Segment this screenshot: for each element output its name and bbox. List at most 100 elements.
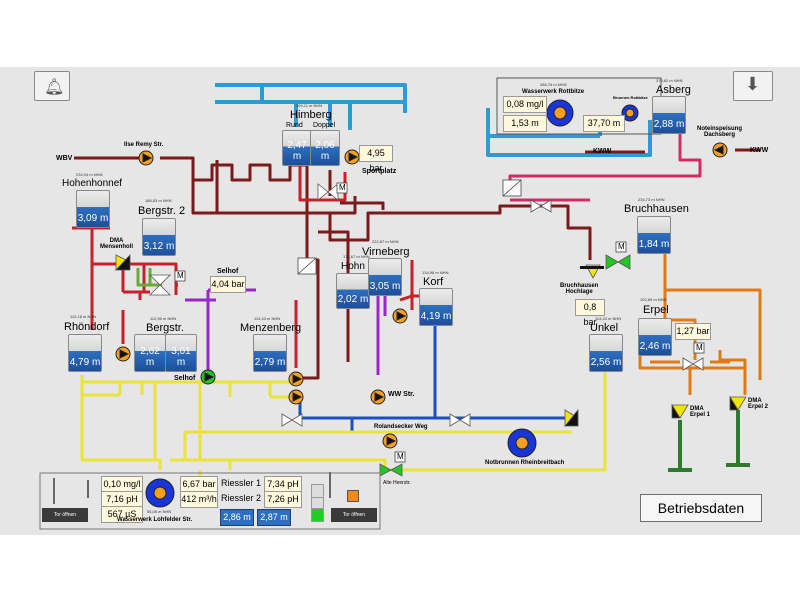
label-asberg: Asberg <box>656 84 691 96</box>
download-button[interactable]: ⬇ <box>733 71 773 101</box>
pipe-orange <box>638 243 762 395</box>
tank-hohn: 2,02 m <box>336 273 370 309</box>
tank-hohenhonnef: 3,09 m <box>76 190 110 228</box>
tank-bergstr-b: 3,01 m <box>165 334 197 372</box>
erpel-pressure: 1,27 bar <box>675 323 711 340</box>
tank-virneberg: 3,05 m <box>368 258 402 296</box>
elev-bergstr: 112,90 m NHN <box>150 316 177 321</box>
valve-gray <box>149 284 171 296</box>
label-wbv: WBV <box>56 155 73 162</box>
valve-gray <box>149 274 171 286</box>
elev-menzenberg: 113,43 m NHN <box>254 316 281 321</box>
valve-gray <box>692 357 704 371</box>
pipe-lightblue <box>215 83 407 130</box>
valve-yellow <box>115 253 131 271</box>
label-bruchhausen-hochlage: Bruchhausen Hochlage <box>560 283 599 295</box>
label-bruchhausen: Bruchhausen <box>624 203 689 215</box>
label-menzenberg: Menzenberg <box>240 322 302 334</box>
betriebsdaten-button[interactable]: Betriebsdaten <box>640 494 762 522</box>
label-riessler1: Riessler 1 <box>221 478 262 488</box>
status-indicator-gray <box>311 484 324 498</box>
motor-box <box>336 182 348 194</box>
valve-gray <box>317 183 329 201</box>
label-riessler2: Riessler 2 <box>221 493 262 503</box>
label-bergstr: Bergstr. <box>146 322 184 334</box>
tank-erpel: 2,46 m <box>638 318 672 356</box>
motor-label: M <box>618 242 625 251</box>
motor-label: M <box>177 271 184 280</box>
label-dma-erpel2: DMA Erpel 2 <box>748 398 769 410</box>
riessler2-ph: 7,26 pH <box>264 491 302 508</box>
label-dma-erpel1: DMA Erpel 1 <box>690 406 711 418</box>
motor-box <box>394 451 406 463</box>
rottbitze-chlorine: 0,08 mg/l <box>503 96 547 113</box>
pipe-red-2 <box>90 290 150 344</box>
bell-icon: 🔔︎ <box>44 79 65 96</box>
pumps <box>115 99 728 508</box>
valve-gray <box>540 199 552 213</box>
tank-asberg: 2,88 m <box>652 96 686 134</box>
level-2: 2,87 m <box>257 509 291 526</box>
riessler1-ph: 7,34 pH <box>264 476 302 493</box>
label-selhof-bottom: Selhof <box>174 375 196 382</box>
elev-hohn: 176,67 m NHN <box>343 254 370 259</box>
valve-gray <box>291 413 303 427</box>
label-wasserwerk-rottbitze: Wasserwerk Rottbitze <box>522 89 585 95</box>
tank-rhoendorf: 4,79 m <box>68 334 102 372</box>
motor-box <box>693 342 705 354</box>
status-indicator-green <box>311 508 324 522</box>
tank-bergstr2: 3,12 m <box>142 218 176 256</box>
label-doppel: Doppel <box>313 122 336 129</box>
valve-green <box>605 254 619 270</box>
alarm-button[interactable]: 🔔︎ <box>34 71 70 101</box>
elev-rhoendorf: 112,18 m NHN <box>70 314 97 319</box>
label-sportplatz: Sportplatz <box>362 168 397 175</box>
label-noteinspeisung: Noteinspeisung Dachsberg <box>697 126 743 138</box>
label-kww-2: KWW <box>750 147 769 154</box>
gate-open-button-1[interactable]: Tor öffnen <box>42 508 88 522</box>
pipe-blue <box>298 323 574 432</box>
pipe-yellow-2 <box>198 460 232 477</box>
level-1: 2,86 m <box>220 509 254 526</box>
selhof-pressure: 4,04 bar <box>210 276 246 293</box>
rottbitze-level: 1,53 m <box>503 115 547 132</box>
motor-label: M <box>696 343 703 352</box>
riessler2-flow: 412 m³/h <box>180 491 218 508</box>
motor-box <box>615 241 627 253</box>
label-hohenhonnef: Hohenhonnef <box>62 178 123 189</box>
elev-himberg: 394,11 m NHN <box>296 103 323 108</box>
label-kww-1: KWW <box>593 148 612 155</box>
valve-yellow <box>564 408 579 427</box>
elev-lohfelder: 56,05 m NHN <box>147 509 172 514</box>
valve-yellow <box>729 395 739 411</box>
label-wasserwerk-lohfelder: Wasserwerk Lohfelder Str. <box>117 517 193 523</box>
label-unkel: Unkel <box>590 322 619 334</box>
tank-himberg-doppel: 2,06 m <box>310 130 340 166</box>
hochlage-bar <box>580 266 604 269</box>
gate-open-button-2[interactable]: Tor öffnen <box>331 508 377 522</box>
elev-erpel: 102,89 m NHN <box>640 297 667 302</box>
valve-gray <box>530 199 542 213</box>
valve-gray <box>281 413 293 427</box>
valve-yellow <box>671 403 681 419</box>
label-rolandsecker: Rolandsecker Weg <box>374 424 428 430</box>
brunnen-level: 37,70 m <box>583 115 625 132</box>
valve-green <box>390 463 403 477</box>
label-ww-str: WW Str. <box>388 391 415 398</box>
download-icon: ⬇ <box>745 74 761 94</box>
elev-unkel: 113,43 m NHN <box>595 316 622 321</box>
hochlage-pressure: 0,8 bar <box>575 299 605 327</box>
motor-label: M <box>397 452 404 461</box>
label-erpel: Erpel <box>643 304 669 316</box>
valve-gray <box>682 357 694 371</box>
label-selhof-top: Selhof <box>217 268 239 275</box>
label-rhoendorf: Rhöndorf <box>64 321 110 333</box>
lohfelder-frame <box>39 472 381 530</box>
tank-menzenberg: 2,79 m <box>253 334 287 372</box>
pipe-red <box>72 160 420 368</box>
label-dma-mensenholl: DMA Mensenholl <box>100 238 134 250</box>
motor-box <box>174 270 186 282</box>
elev-vinxberg: 222,87 m NHN <box>372 239 399 244</box>
valve-green <box>379 463 392 477</box>
tank-himberg-rund: 2,47 m <box>282 130 312 166</box>
